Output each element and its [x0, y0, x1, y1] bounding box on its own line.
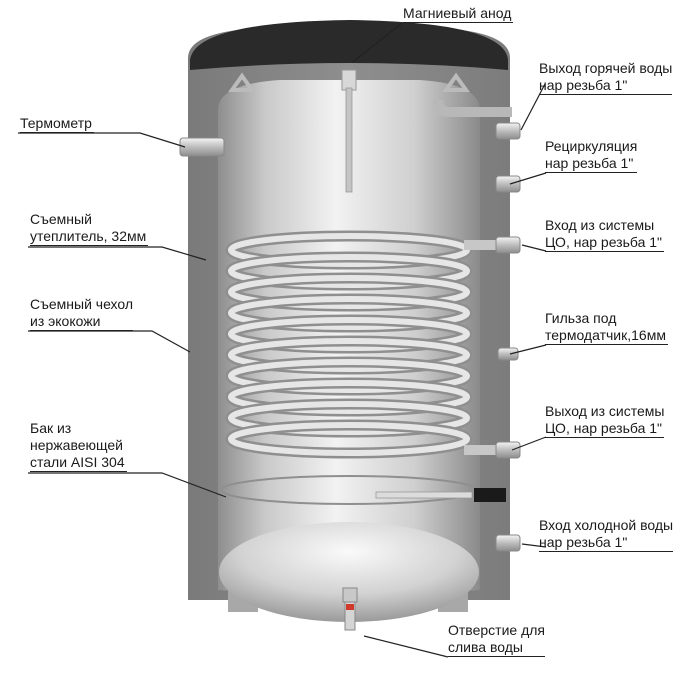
coil-turn [228, 401, 470, 435]
pipe-stubs [495, 122, 521, 552]
label-tank: Бак из нержавеющей стали AISI 304 [30, 420, 127, 472]
hot-water-outlet-pipe [433, 99, 512, 117]
top-lid [190, 20, 508, 70]
label-cold-water-inlet: Вход холодной воды нар резьба 1" [539, 517, 674, 552]
label-drain-hole: Отверстие для слива воды [448, 622, 545, 657]
label-system-inlet: Вход из системы ЦО, нар резьба 1" [545, 217, 665, 252]
drain-fitting [342, 587, 358, 631]
tank-bottom [219, 522, 479, 622]
label-cover: Съемный чехол из экокожи [30, 296, 134, 331]
coil-turn [228, 359, 470, 393]
leader-lines [18, 22, 547, 658]
sensor-sleeve-cap [474, 488, 506, 502]
label-system-outlet: Выход из системы ЦО, нар резьба 1" [545, 403, 665, 438]
coil-turn [228, 338, 470, 372]
label-thermometer: Термометр [20, 115, 94, 133]
coil-turn [228, 254, 470, 288]
thermometer-sleeve [179, 137, 225, 157]
coil-turn [228, 380, 470, 414]
label-sensor-sleeve: Гильза под термодатчик,16мм [545, 310, 668, 345]
lug-right [442, 72, 470, 92]
label-magnesium-anode: Магниевый анод [403, 5, 514, 23]
coil-turn [228, 296, 470, 330]
coil-turn [228, 422, 470, 456]
label-recirculation: Рециркуляция нар резьба 1" [545, 138, 638, 173]
label-hot-water-outlet: Выход горячей воды нар резьба 1" [539, 60, 673, 95]
sensor-sleeve-rod [375, 491, 473, 499]
lug-left [228, 72, 256, 92]
label-insulation: Съемный утеплитель, 32мм [30, 211, 149, 246]
coil-turn [228, 275, 470, 309]
coil-turn [228, 317, 470, 351]
anode-rod [341, 69, 357, 193]
heat-exchanger-coil [225, 230, 506, 459]
